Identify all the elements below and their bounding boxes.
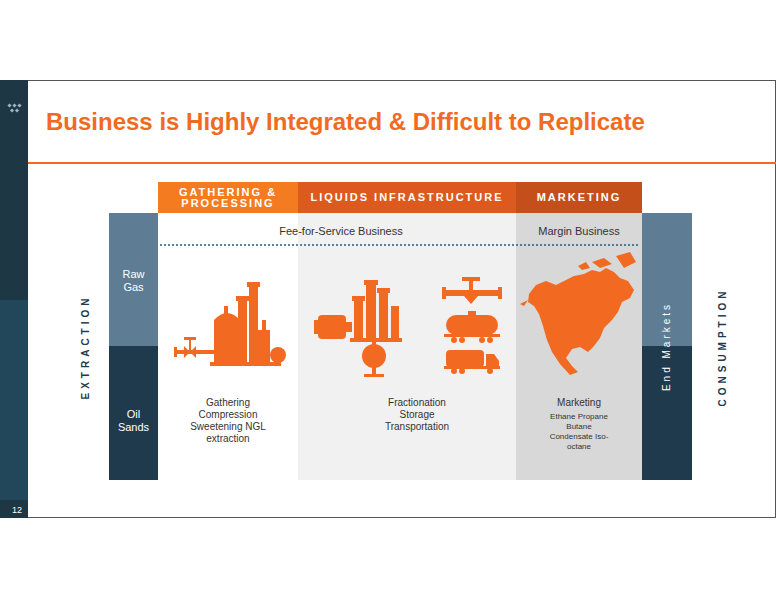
rail-tank-car-icon [479,337,485,343]
rail-tank-car-icon [446,315,498,335]
node-label: End Markets [662,302,673,391]
processing-plant-icon [224,306,228,316]
fractionation-icon [314,280,402,377]
rail-tank-car-icon [451,337,457,343]
fractionation-icon [364,374,384,377]
segment-panel: Fractionation Storage Transportation [298,213,516,480]
processing-plant-icon [189,340,191,350]
fractionation-icon [350,338,402,342]
dotted-divider [160,244,640,246]
rail-tank-car-icon [459,337,465,343]
axis-label: EXTRACTION [80,295,91,400]
north-america-map [520,252,636,375]
logo [10,108,14,112]
fractionation-icon [372,342,376,376]
north-america-map [520,300,528,306]
fractionation-icon [346,322,352,332]
business-type-label: Fee-for-Service Business [279,225,403,237]
fractionation-icon [354,300,363,340]
slide-title: Business is Highly Integrated & Difficul… [46,108,645,136]
node-label: LIQUIDS INFRASTRUCTURE [310,192,503,203]
page-number: 12 [12,505,22,515]
fractionation-icon [352,296,365,301]
title-rule [28,162,776,164]
fractionation-icon [318,315,346,339]
tanker-truck-icon [486,354,499,367]
node-label: Oil Sands [113,408,154,434]
node-label: Marketing [529,397,629,409]
stage-header: GATHERING & PROCESSING [158,182,298,213]
pipeline-valve-icon [498,287,502,299]
stage-header: LIQUIDS INFRASTRUCTURE [298,182,516,213]
business-type-label: Margin Business [538,225,619,237]
stage-header: MARKETING [516,182,642,213]
tanker-truck-icon [487,368,493,374]
logo [17,103,21,107]
tanker-truck-icon [444,350,500,374]
axis-label: CONSUMPTION [717,288,728,407]
node-label: GATHERING & PROCESSING [163,187,293,209]
end-market-column: End Markets [642,213,692,480]
processing-plant-icon [174,282,286,366]
sidebar [0,80,28,518]
processing-plant-icon [258,330,270,364]
node-label: Gathering Compression Sweetening NGL ext… [178,397,278,445]
north-america-map [592,258,612,268]
title-rule [28,162,776,164]
sidebar [0,300,28,500]
pipeline-valve-icon [464,296,478,304]
tanker-truck-icon [451,368,457,374]
rail-tank-car-icon [444,334,500,337]
processing-plant-icon [247,282,260,287]
fractionation-icon [379,292,388,340]
logo [7,103,11,107]
slide-background [1,81,776,518]
processing-plant-icon [184,337,196,340]
fractionation-icon [377,288,390,293]
pipeline-valve-icon [469,280,473,290]
dotted-divider [160,245,640,246]
pipeline-valve-icon [462,277,480,281]
pipeline-valve-icon [442,287,446,299]
processing-plant-icon [275,362,281,366]
logo [7,103,21,112]
rail-tank-car-icon [487,337,493,343]
processing-plant-icon [210,362,276,366]
processing-plant-icon [236,296,249,301]
tanker-truck-icon [446,350,484,367]
north-america-map [616,252,636,268]
pipeline-valve-icon [444,290,500,296]
rail-tank-car-icon [468,311,476,316]
processing-plant-icon [270,347,286,363]
processing-plant-icon [174,347,177,357]
logo [15,108,19,112]
processing-plant-icon [238,300,247,364]
processing-plant-icon [214,320,240,364]
fractionation-icon [364,280,378,285]
source-box: Raw Gas [109,213,158,346]
product-list: Ethane Propane Butane Condensate Iso-oct… [549,412,609,452]
north-america-map [578,262,590,270]
fractionation-icon [314,320,320,334]
fractionation-icon [391,306,399,340]
node-label: MARKETING [537,192,622,203]
node-label: Raw Gas [113,268,154,294]
tanker-truck-icon [459,368,465,374]
rail-tank-car-icon [444,311,500,343]
logo [12,103,16,107]
sidebar [0,80,28,518]
north-america-map [528,268,634,375]
processing-plant-icon [262,320,266,330]
pipeline-valve-icon [442,277,502,304]
fractionation-icon [366,284,376,340]
source-box: Oil Sands [109,346,158,480]
processing-plant-icon [184,346,196,358]
node-label: Fractionation Storage Transportation [372,397,462,433]
processing-plant-icon [249,286,258,364]
